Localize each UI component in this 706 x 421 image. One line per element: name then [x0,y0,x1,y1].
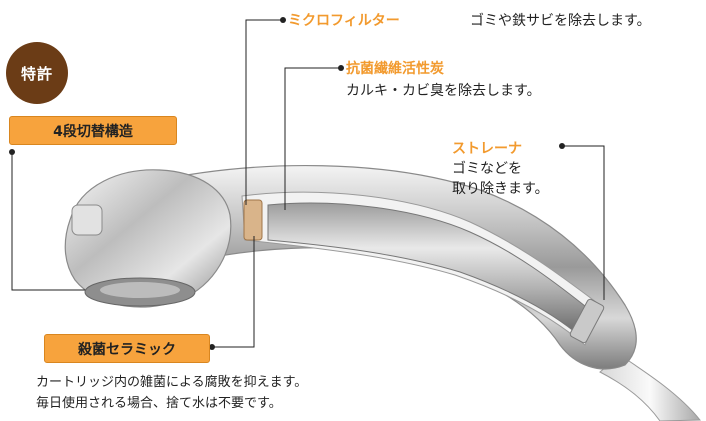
spray-head [64,169,232,308]
carbon-leader [284,67,341,210]
strainer-description-line2: 取り除きます。 [452,181,549,197]
handle-body [149,165,637,370]
strainer-label: ストレーナ [452,141,522,157]
ceramic-leader [212,236,255,348]
micro-filter-leader [245,19,283,205]
activated-carbon-label: 抗菌繊維活性炭 [346,61,444,77]
micro-filter-label: ミクロフィルター [288,13,400,29]
leader-lines [11,19,605,348]
switch-structure-tag: 4段切替構造 [9,116,177,145]
ceramic-tag: 殺菌セラミック [44,334,210,363]
leader-dots [9,17,565,350]
strainer-description-line1: ゴミなどを [452,161,522,177]
switch-button [71,204,103,236]
strainer-cap [569,298,605,344]
ceramic-description-line1: カートリッジ内の雑菌による腐敗を抑えます。 [36,375,308,390]
micro-filter-description: ゴミや鉄サビを除去します。 [470,13,651,29]
ceramic-description-line2: 毎日使用される場合、捨て水は不要です。 [36,396,282,411]
strainer-leader [562,145,605,300]
activated-carbon-description: カルキ・カビ臭を除去します。 [346,83,541,99]
micro-filter-cap [243,199,263,241]
switch-leader [11,152,85,291]
patent-badge: 特許 [6,42,68,104]
hose [599,354,702,421]
